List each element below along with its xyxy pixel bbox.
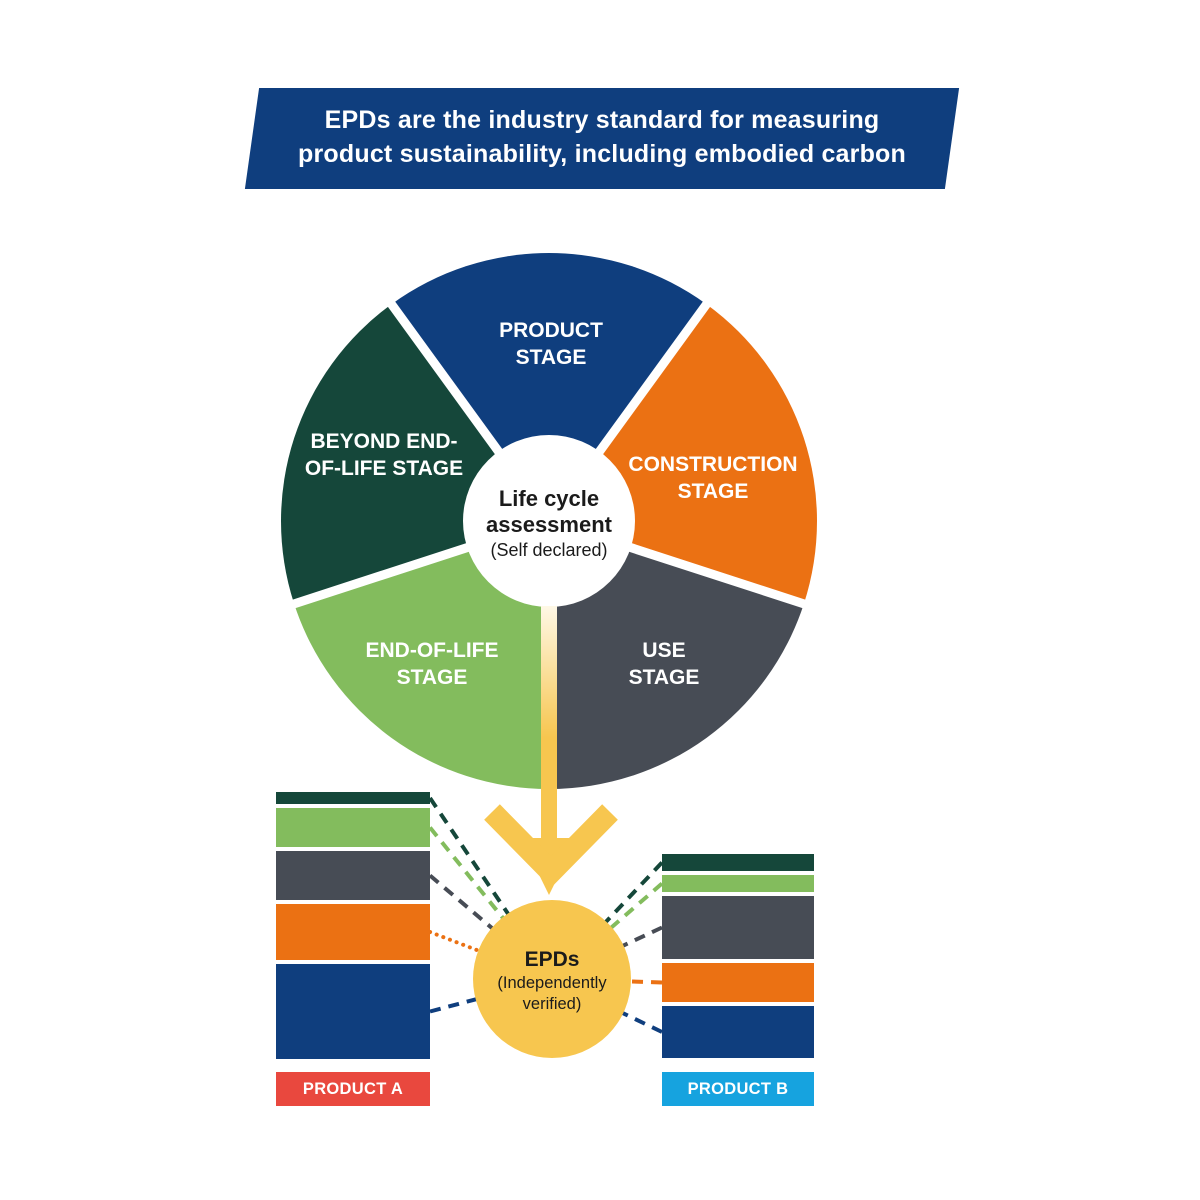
pie-segment-end-of-life-stage	[294, 521, 549, 789]
pie-label-end-of-life-stage: END-OF-LIFE STAGE	[366, 637, 499, 691]
pie-label-construction-stage: CONSTRUCTION STAGE	[628, 451, 797, 505]
epd-subtitle-line2: verified)	[522, 995, 582, 1013]
product-a-label-text: PRODUCT A	[302, 1079, 404, 1098]
product-b-label: PRODUCT B	[662, 1072, 814, 1106]
banner-title-line2: product sustainability, including embodi…	[298, 140, 906, 168]
pie-label-beyond-end-of-life-stage: BEYOND END- OF-LIFE STAGE	[305, 428, 463, 482]
pie-label-line: END-OF-LIFE	[365, 639, 499, 662]
pie-label-product-stage: PRODUCT STAGE	[499, 317, 603, 371]
bar-segment-product-b-stage4	[662, 1006, 814, 1058]
hub-title-line2: assessment	[486, 512, 612, 537]
bar-segment-product-b-stage0	[662, 854, 814, 871]
down-arrow-chevron-icon	[484, 804, 618, 888]
bar-segment-product-a-stage1	[276, 808, 430, 847]
epd-circle	[473, 900, 631, 1058]
bar-segment-product-a-stage4	[276, 964, 430, 1059]
wheel-hub-label: Life cycle assessment (Self declared)	[486, 486, 612, 562]
pie-label-line: STAGE	[628, 666, 700, 689]
product-a-label: PRODUCT A	[276, 1072, 430, 1106]
bar-segment-product-b-stage3	[662, 963, 814, 1002]
pie-segment-product-stage	[391, 253, 707, 521]
pie-label-line: STAGE	[677, 480, 749, 503]
epd-subtitle-line1: (Independently	[497, 974, 607, 992]
epd-title: EPDs	[524, 948, 580, 971]
pie-segment-use-stage	[549, 521, 804, 789]
pie-label-line: BEYOND END-	[310, 430, 458, 453]
banner-title-line1: EPDs are the industry standard for measu…	[324, 106, 880, 134]
hub-title-line1: Life cycle	[498, 486, 600, 511]
bar-segment-product-a-stage3	[276, 904, 430, 960]
hub-subtitle: (Self declared)	[490, 540, 608, 560]
bar-segment-product-b-stage2	[662, 896, 814, 959]
pie-label-line: USE	[642, 639, 686, 662]
bar-segment-product-a-stage0	[276, 792, 430, 804]
product-stacked-bars	[276, 792, 814, 1059]
pie-label-line: STAGE	[515, 346, 587, 369]
banner-title: EPDs are the industry standard for measu…	[252, 103, 952, 171]
epd-circle-label: EPDs (Independently verified)	[497, 947, 606, 1015]
pie-label-line: STAGE	[396, 666, 468, 689]
wheel-hub-circle	[463, 435, 635, 607]
down-arrow-shaft	[541, 606, 557, 846]
pie-label-line: CONSTRUCTION	[628, 453, 798, 476]
pie-label-line: OF-LIFE STAGE	[304, 457, 464, 480]
bar-segment-product-a-stage2	[276, 851, 430, 900]
pie-label-line: PRODUCT	[499, 319, 603, 342]
product-b-label-text: PRODUCT B	[687, 1079, 789, 1098]
bar-segment-product-b-stage1	[662, 875, 814, 892]
pie-label-use-stage: USE STAGE	[629, 637, 700, 691]
